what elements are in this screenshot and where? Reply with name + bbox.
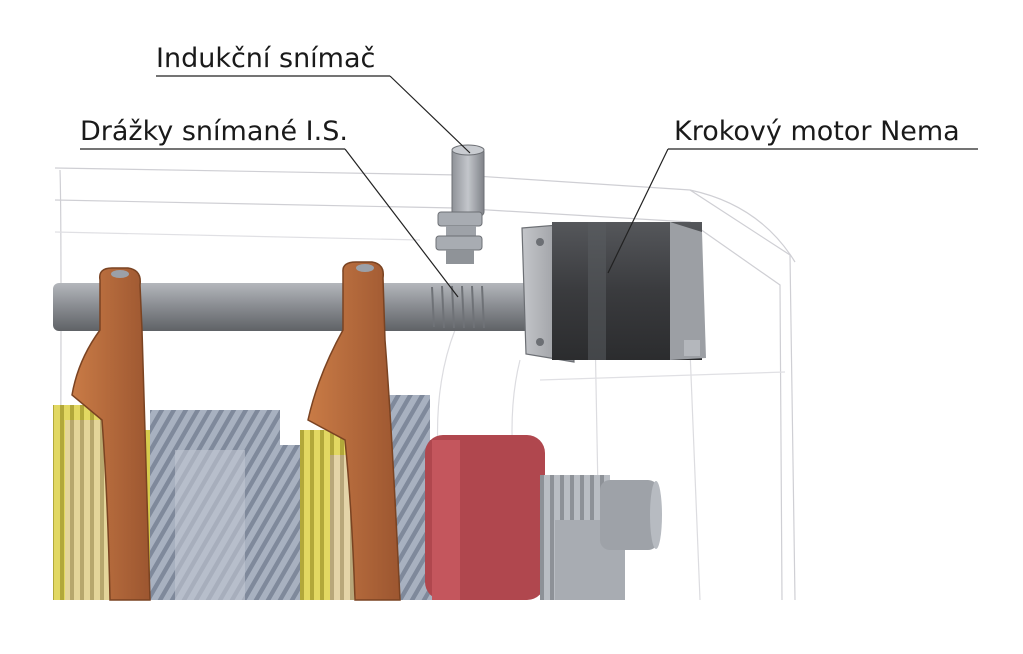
shift-fork-right bbox=[307, 261, 401, 601]
label-stepper-motor: Krokový motor Nema bbox=[674, 116, 960, 147]
leader-lines bbox=[80, 75, 978, 298]
label-sensor-grooves: Drážky snímané I.S. bbox=[80, 116, 348, 147]
stepper-motor bbox=[521, 222, 706, 363]
label-inductive-sensor: Indukční snímač bbox=[156, 43, 376, 74]
inductive-sensor bbox=[435, 144, 485, 264]
leader-inductive-sensor bbox=[389, 75, 471, 154]
gear-stack bbox=[53, 395, 662, 600]
shift-fork-left bbox=[71, 267, 151, 601]
sensor-grooves bbox=[431, 285, 485, 329]
leader-stepper-motor bbox=[607, 148, 669, 274]
leader-grooves bbox=[344, 148, 459, 298]
